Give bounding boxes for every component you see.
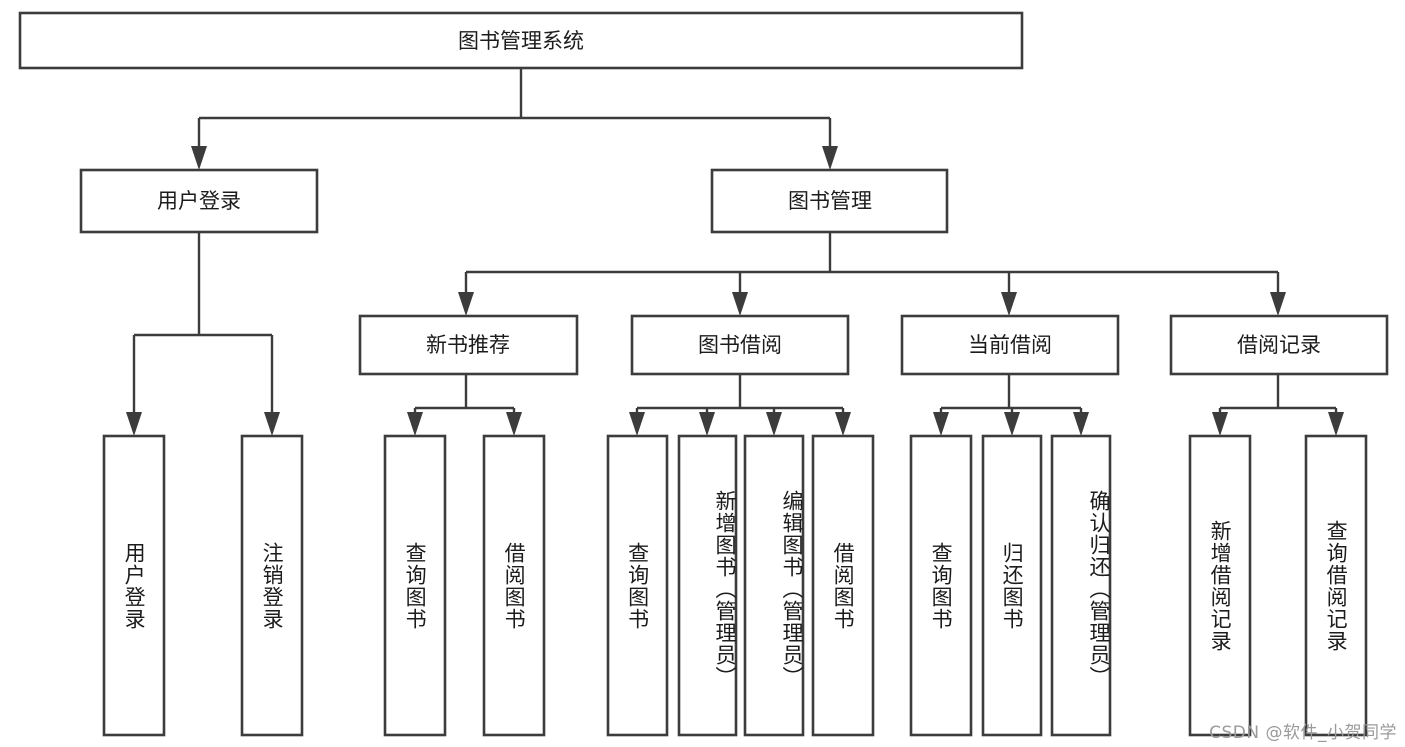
- node-root-label: 图书管理系统: [458, 29, 584, 53]
- node-leaf-query-book-2[interactable]: [606, 434, 669, 737]
- arrow-head-icon: [1073, 412, 1089, 436]
- arrow-head-icon: [506, 412, 522, 436]
- node-leaf-query-book-3[interactable]: [909, 434, 973, 737]
- node-book-management[interactable]: 图书管理: [710, 168, 949, 234]
- arrow-head-icon: [766, 412, 782, 436]
- connector-group-book-management: [458, 232, 1286, 316]
- node-leaf-borrow-book-2[interactable]: [811, 434, 875, 737]
- connector-group-user-login: [126, 232, 280, 436]
- arrow-head-icon: [191, 146, 207, 170]
- node-leaf-box[interactable]: [909, 434, 973, 737]
- node-new-book-recommend-box[interactable]: [358, 314, 579, 376]
- arrow-head-icon: [835, 412, 851, 436]
- connector-group-book-borrow: [629, 374, 851, 436]
- node-leaf-box[interactable]: [482, 434, 546, 737]
- arrow-head-icon: [126, 412, 142, 436]
- arrow-head-icon: [1212, 412, 1228, 436]
- node-new-book-recommend[interactable]: 新书推荐: [358, 314, 579, 376]
- arrow-head-icon: [1328, 412, 1344, 436]
- node-borrow-record[interactable]: 借阅记录: [1169, 314, 1389, 376]
- node-user-login-label: 用户登录: [157, 189, 241, 213]
- csdn-watermark: CSDN @软件_小贺同学: [1209, 723, 1397, 743]
- node-leaf-add-book[interactable]: [677, 434, 738, 737]
- node-current-borrow[interactable]: 当前借阅: [900, 314, 1120, 376]
- node-leaf-box[interactable]: [383, 434, 447, 737]
- node-book-borrow[interactable]: 图书借阅: [630, 314, 850, 376]
- arrow-head-icon: [1270, 292, 1286, 316]
- arrow-head-icon: [699, 412, 715, 436]
- node-leaf-query-record[interactable]: [1304, 434, 1368, 737]
- node-book-borrow-label: 图书借阅: [698, 333, 782, 357]
- node-new-book-recommend-label: 新书推荐: [426, 333, 510, 357]
- node-leaf-box[interactable]: [811, 434, 875, 737]
- node-leaf-return-book[interactable]: [981, 434, 1043, 737]
- node-leaf-box[interactable]: [743, 434, 805, 737]
- node-leaf-logout[interactable]: [240, 434, 304, 737]
- arrow-head-icon: [629, 412, 645, 436]
- arrow-head-icon: [933, 412, 949, 436]
- node-leaf-add-record[interactable]: [1188, 434, 1252, 737]
- arrow-head-icon: [458, 292, 474, 316]
- node-current-borrow-box[interactable]: [900, 314, 1120, 376]
- node-book-management-label: 图书管理: [788, 189, 872, 213]
- node-leaf-edit-book[interactable]: [743, 434, 805, 737]
- node-root[interactable]: 图书管理系统: [18, 11, 1024, 70]
- node-user-login[interactable]: 用户登录: [79, 168, 319, 234]
- arrow-head-icon: [822, 146, 838, 170]
- node-leaf-box[interactable]: [606, 434, 669, 737]
- node-leaf-confirm-return[interactable]: [1050, 434, 1112, 737]
- node-leaf-query-book-1[interactable]: [383, 434, 447, 737]
- arrow-head-icon: [407, 412, 423, 436]
- connector-group-new-book-recommend: [407, 374, 522, 436]
- node-borrow-record-box[interactable]: [1169, 314, 1389, 376]
- arrow-head-icon: [264, 412, 280, 436]
- node-leaf-box[interactable]: [102, 434, 166, 737]
- node-current-borrow-label: 当前借阅: [968, 333, 1052, 357]
- connector-group-borrow-record: [1212, 374, 1344, 436]
- node-user-login-box[interactable]: [79, 168, 319, 234]
- connector-group-root: [191, 68, 838, 170]
- node-borrow-record-label: 借阅记录: [1237, 333, 1321, 357]
- arrow-head-icon: [732, 292, 748, 316]
- node-leaf-box[interactable]: [240, 434, 304, 737]
- node-book-borrow-box[interactable]: [630, 314, 850, 376]
- arrow-head-icon: [1001, 292, 1017, 316]
- node-root-box[interactable]: [18, 11, 1024, 70]
- node-leaf-box[interactable]: [1050, 434, 1112, 737]
- node-leaf-box[interactable]: [1304, 434, 1368, 737]
- connector-group-current-borrow: [933, 374, 1089, 436]
- node-book-management-box[interactable]: [710, 168, 949, 234]
- node-leaf-box[interactable]: [981, 434, 1043, 737]
- arrow-head-icon: [1004, 412, 1020, 436]
- node-leaf-borrow-book-1[interactable]: [482, 434, 546, 737]
- node-leaf-user-login[interactable]: [102, 434, 166, 737]
- node-leaf-box[interactable]: [677, 434, 738, 737]
- node-leaf-box[interactable]: [1188, 434, 1252, 737]
